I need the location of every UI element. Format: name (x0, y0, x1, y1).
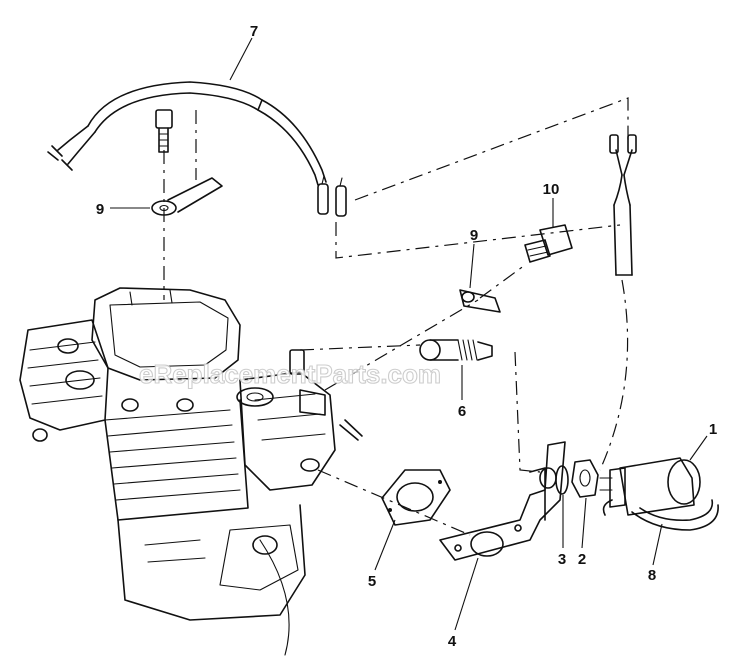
callout-2: 2 (578, 551, 586, 568)
callout-8: 8 (648, 567, 656, 584)
callout-9b: 9 (470, 227, 478, 244)
spring-6 (419, 339, 493, 361)
callout-6: 6 (458, 403, 466, 420)
leader-7 (229, 37, 253, 81)
leader-4 (454, 557, 479, 631)
leader-9b (469, 243, 475, 289)
callout-5: 5 (368, 573, 376, 590)
nut-2 (571, 459, 599, 498)
leader-1 (689, 435, 708, 461)
leader-2 (581, 497, 587, 549)
leader-5 (374, 519, 396, 571)
callout-7: 7 (250, 23, 258, 40)
callout-10: 10 (543, 181, 560, 198)
ground-wire-lead (609, 134, 637, 276)
screw-top (155, 109, 173, 153)
callout-3: 3 (558, 551, 566, 568)
centerline-mount (324, 299, 479, 391)
ring-terminal-9a (151, 177, 223, 216)
bolt-10 (524, 224, 573, 263)
centerline-wire-down (599, 279, 629, 471)
watermark: eReplacementParts.com (139, 359, 441, 389)
centerline-connector (335, 222, 621, 259)
switch-wire-8 (602, 499, 719, 531)
leader-8 (652, 523, 663, 566)
callout-1: 1 (709, 421, 717, 438)
wire-harness-7 (47, 81, 347, 217)
mounting-bracket-4 (439, 441, 566, 561)
callout-9a: 9 (96, 201, 104, 218)
engine-block (19, 287, 363, 656)
gasket-5 (381, 469, 451, 526)
centerline-right (354, 97, 629, 201)
callout-4: 4 (448, 633, 457, 650)
kill-switch-1 (599, 457, 701, 516)
centerline-gasket (317, 469, 471, 536)
ring-terminal-9b (459, 289, 501, 313)
centerline-bolt10 (479, 264, 526, 299)
